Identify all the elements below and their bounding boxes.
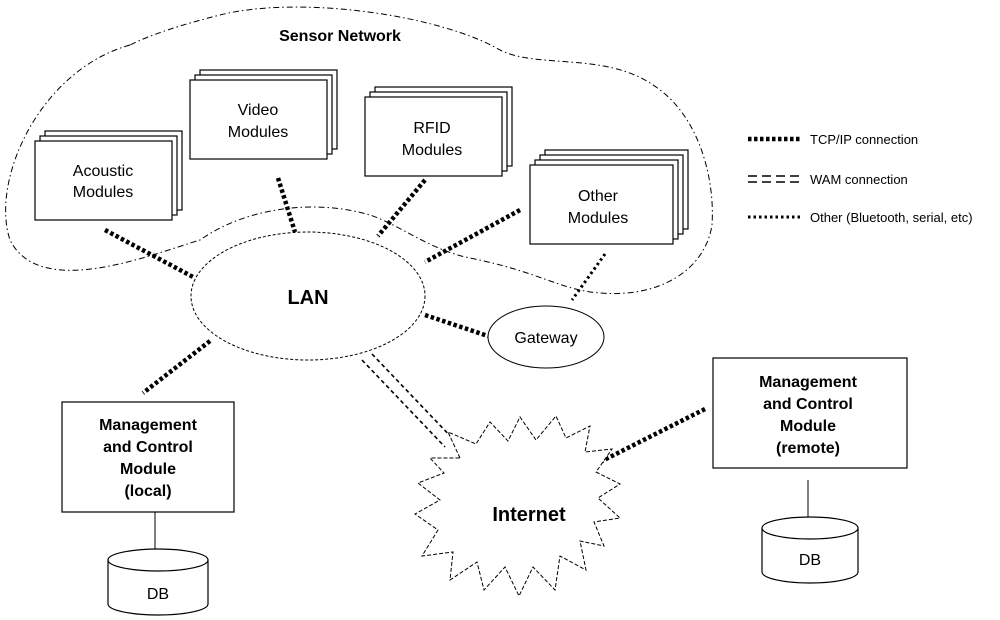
acoustic-label-2: Modules <box>73 184 133 201</box>
sensor-network-title: Sensor Network <box>279 28 401 45</box>
mcm-local-line-1: Management <box>99 417 197 434</box>
mcm-remote-line-4: (remote) <box>776 440 840 457</box>
legend-tcp-label: TCP/IP connection <box>810 132 918 147</box>
mcm-remote-line-3: Module <box>780 418 836 435</box>
other-modules-stack: Other Modules <box>529 149 689 245</box>
db-remote-label: DB <box>799 552 821 569</box>
acoustic-label-1: Acoustic <box>73 163 133 180</box>
internet-cloud <box>414 415 622 598</box>
gateway-label: Gateway <box>514 330 577 347</box>
mcm-local-box: Management and Control Module (local) <box>61 401 235 513</box>
gateway-ellipse <box>487 305 605 369</box>
legend-wam-label: WAM connection <box>810 172 908 187</box>
video-modules-stack: Video Modules <box>189 69 338 160</box>
legend: TCP/IP connection WAM connection Other (… <box>748 132 973 225</box>
db-local-cylinder: DB <box>107 548 209 616</box>
other-label-2: Modules <box>568 210 628 227</box>
mcm-local-line-4: (local) <box>124 483 171 500</box>
rfid-modules-stack: RFID Modules <box>364 86 513 177</box>
rfid-label-2: Modules <box>402 142 462 159</box>
mcm-remote-line-2: and Control <box>763 396 853 413</box>
mcm-local-line-2: and Control <box>103 439 193 456</box>
wam-connection <box>361 353 456 448</box>
other-connection <box>570 253 607 301</box>
mcm-local-line-3: Module <box>120 461 176 478</box>
lan-label: LAN <box>287 287 328 309</box>
acoustic-modules-stack: Acoustic Modules <box>34 130 183 221</box>
mcm-remote-box: Management and Control Module (remote) <box>712 357 908 469</box>
db-local-label: DB <box>147 586 169 603</box>
mcm-remote-line-1: Management <box>759 374 857 391</box>
rfid-label-1: RFID <box>413 120 450 137</box>
tcp-connections <box>103 177 707 465</box>
internet-label: Internet <box>492 504 566 526</box>
video-label-1: Video <box>238 102 279 119</box>
video-label-2: Modules <box>228 124 288 141</box>
sensor-network-boundary <box>5 6 713 295</box>
lan-ellipse <box>190 231 426 361</box>
other-label-1: Other <box>578 188 619 205</box>
db-remote-cylinder: DB <box>761 516 859 584</box>
legend-other-label: Other (Bluetooth, serial, etc) <box>810 210 973 225</box>
